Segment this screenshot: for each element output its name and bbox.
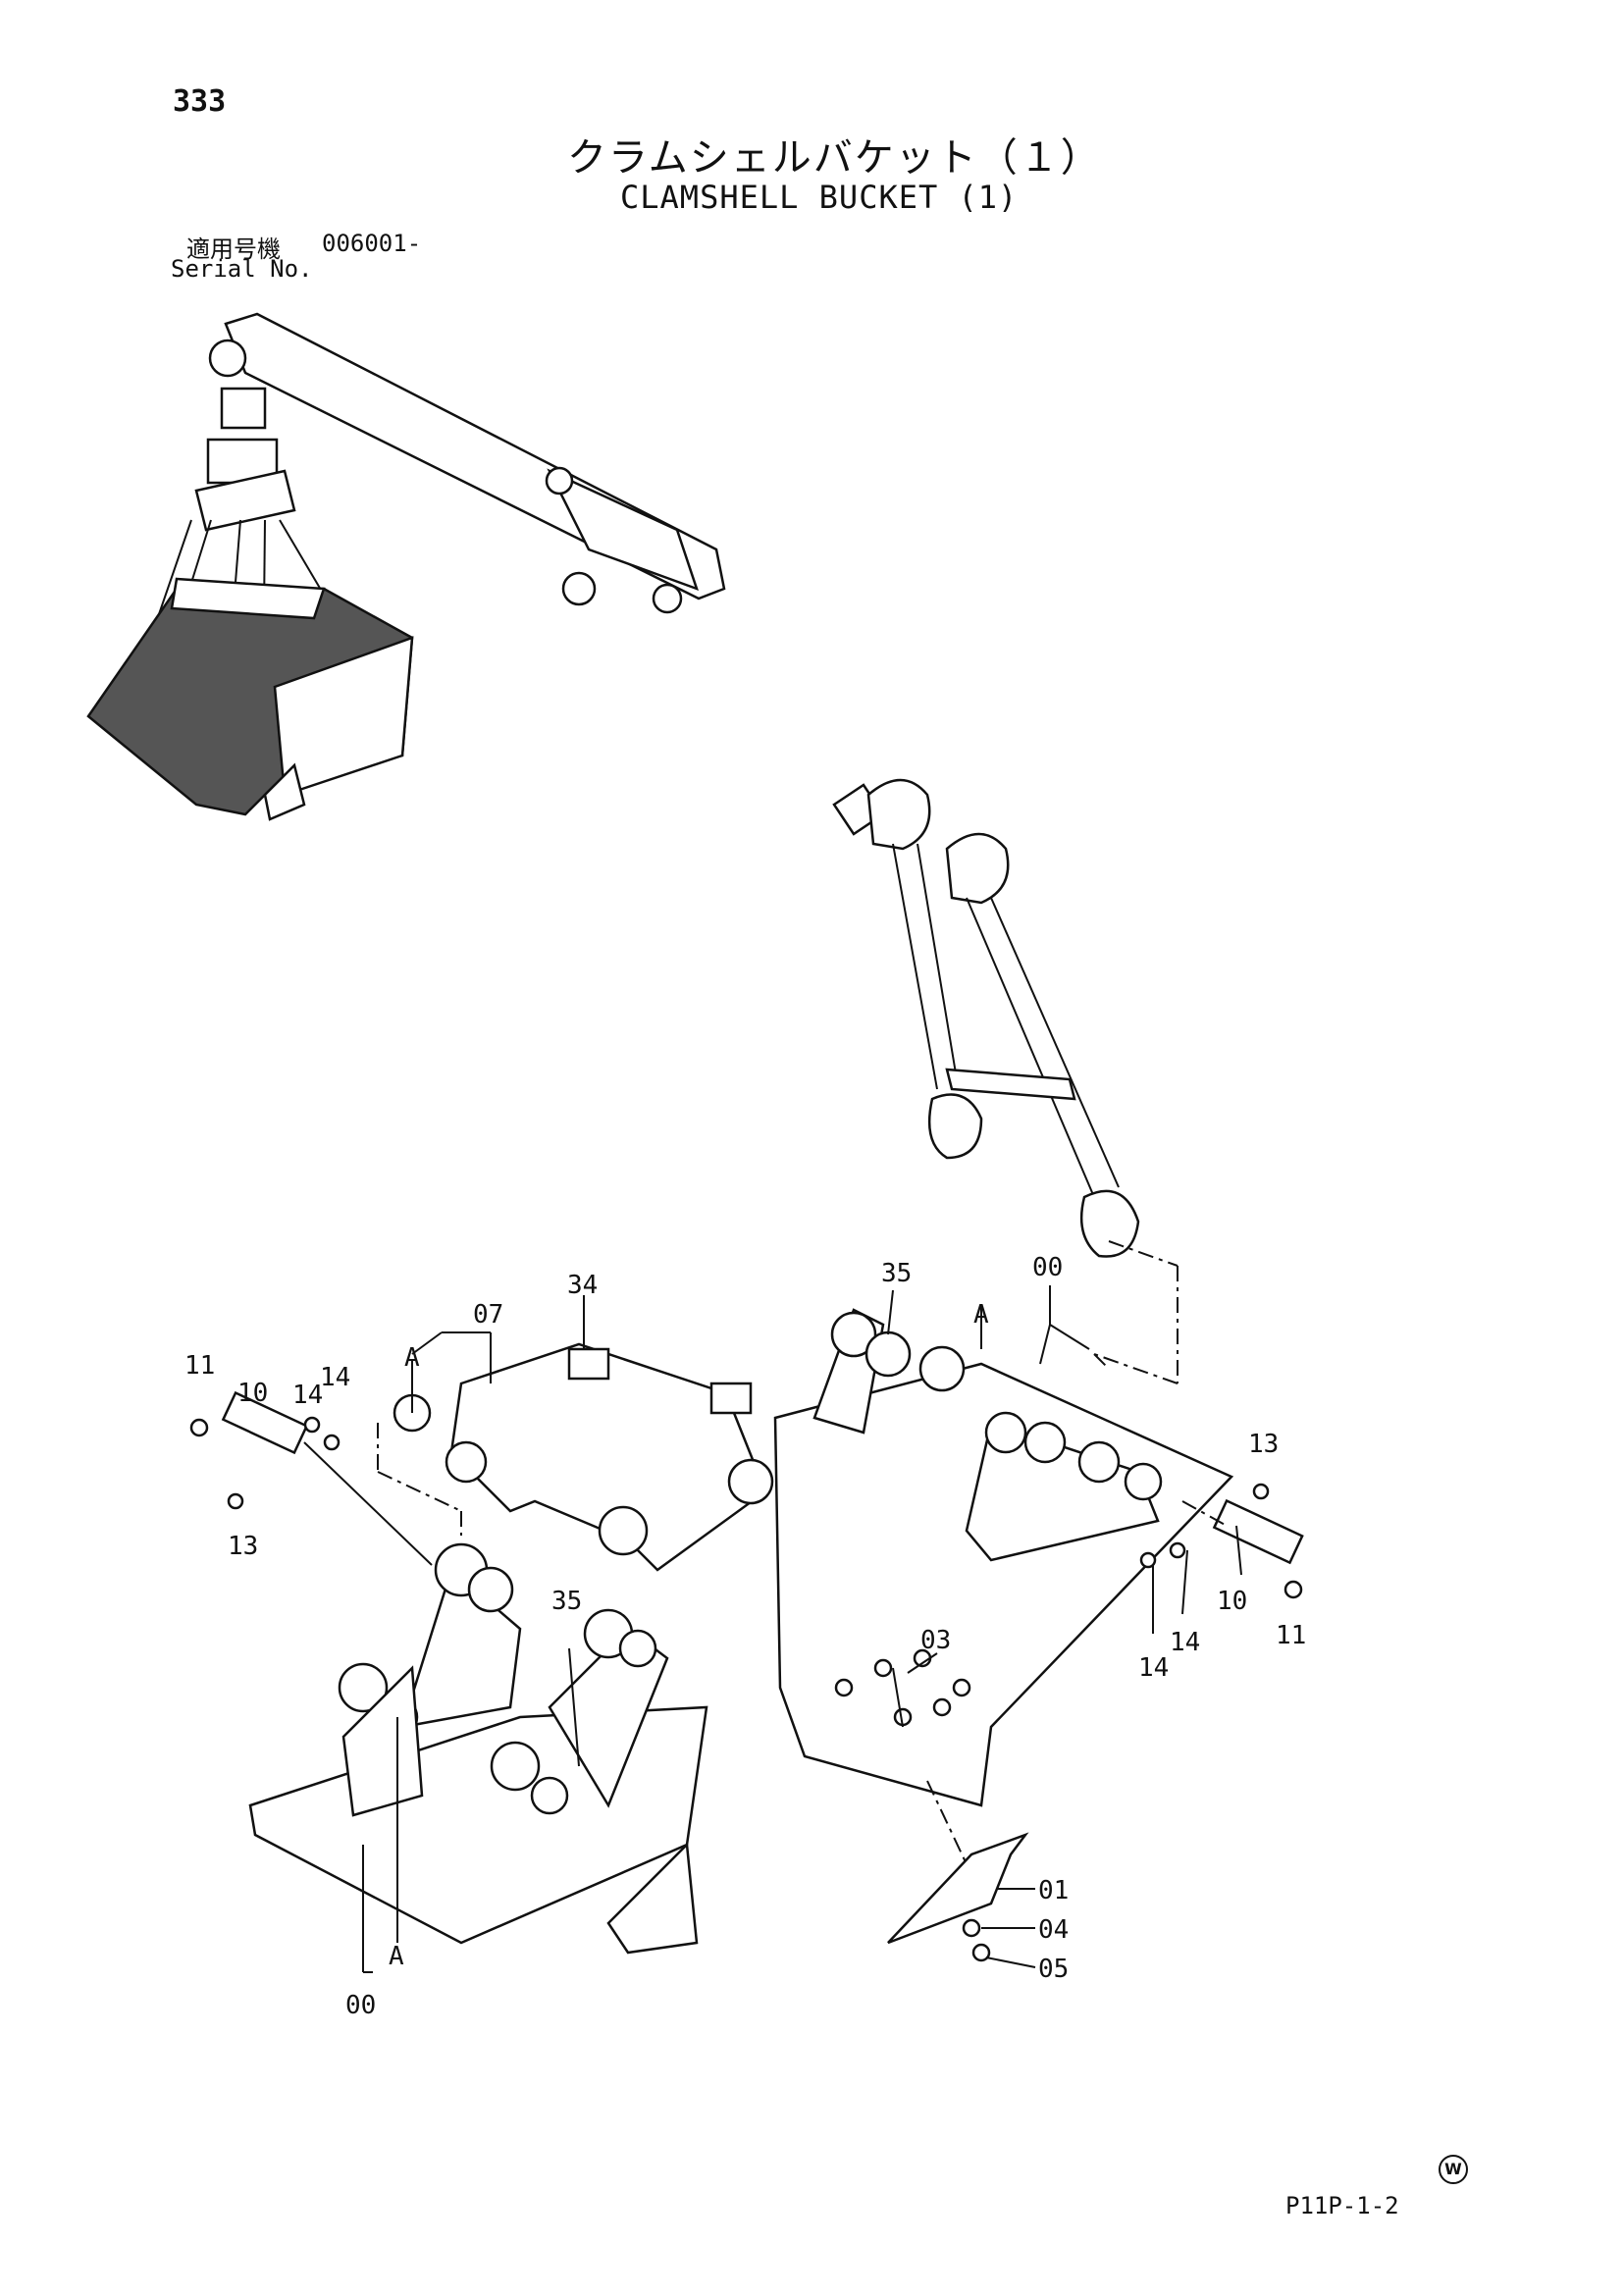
page-number: 333 xyxy=(173,84,227,119)
upper-arm-link-illustration xyxy=(832,778,1140,1258)
serial-number-value: 006001- xyxy=(322,230,422,257)
callout-35-lower: 35 xyxy=(551,1587,582,1616)
page-title-english: CLAMSHELL BUCKET (1) xyxy=(620,179,1019,216)
callout-14-left-b: 14 xyxy=(320,1363,350,1392)
callout-13-left: 13 xyxy=(228,1532,258,1561)
callout-13-right: 13 xyxy=(1248,1430,1279,1459)
callout-11-left: 11 xyxy=(184,1351,215,1381)
callout-14-right-a: 14 xyxy=(1170,1628,1200,1657)
callout-14-left-a: 14 xyxy=(292,1381,323,1410)
page-title-japanese: クラムシェルバケット（１） xyxy=(567,135,1102,181)
callout-14-right-b: 14 xyxy=(1138,1653,1169,1683)
callout-35-top: 35 xyxy=(881,1259,912,1288)
overview-machine-illustration xyxy=(86,312,726,821)
callout-07: 07 xyxy=(473,1300,503,1330)
callout-00-right: 00 xyxy=(1032,1253,1063,1282)
serial-label-english: Serial No. xyxy=(171,255,313,283)
callout-a-lower: A xyxy=(389,1942,404,1971)
callout-a-right: A xyxy=(973,1300,989,1330)
callout-00-left: 00 xyxy=(345,1991,376,2020)
center-link-illustration xyxy=(393,1342,774,1572)
callout-34: 34 xyxy=(567,1271,598,1300)
callout-03: 03 xyxy=(920,1626,951,1655)
bucket-left-half-illustration xyxy=(248,1542,708,1955)
w-circle-mark: W xyxy=(1439,2155,1468,2184)
callout-01: 01 xyxy=(1038,1876,1069,1905)
callout-04: 04 xyxy=(1038,1915,1069,1945)
callout-11-right: 11 xyxy=(1276,1621,1306,1650)
serial-label-japanese: 適用号機 xyxy=(186,235,281,263)
callout-05: 05 xyxy=(1038,1955,1069,1984)
leader-lines xyxy=(303,1240,1242,1973)
small-parts-illustration xyxy=(189,1390,1304,1962)
callout-10-right: 10 xyxy=(1217,1587,1247,1616)
figure-reference-code: P11P-1-2 xyxy=(1285,2192,1399,2219)
callout-a-top: A xyxy=(404,1343,420,1373)
bucket-right-half-illustration xyxy=(773,1308,1234,1807)
callout-10-left: 10 xyxy=(237,1379,268,1408)
